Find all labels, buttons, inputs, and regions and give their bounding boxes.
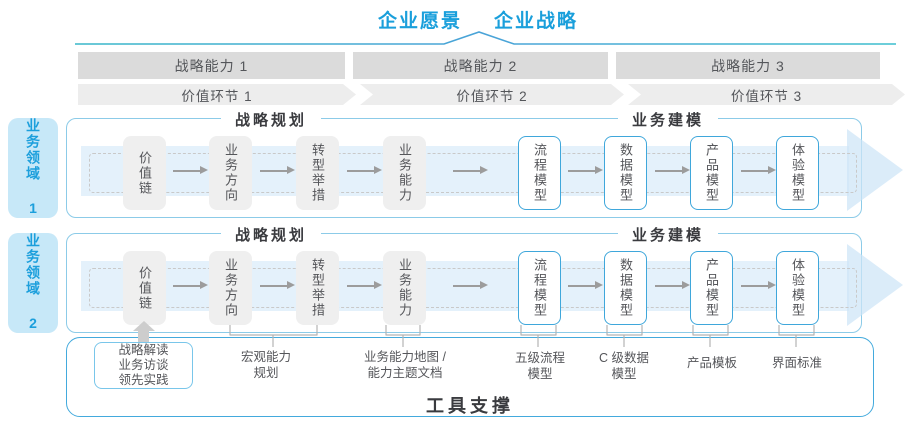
flow-arrow-icon bbox=[453, 281, 488, 289]
box-product-model: 产品模型 bbox=[690, 136, 733, 210]
flow-arrow-icon bbox=[568, 281, 603, 289]
box-transformation: 转型举措 bbox=[296, 251, 339, 325]
domain-label-1: 业务领域 1 bbox=[8, 118, 58, 218]
flow-arrow-icon bbox=[453, 166, 488, 174]
strategy-title: 企业战略 bbox=[494, 11, 579, 32]
annotation-ui-standard: 界面标准 bbox=[771, 356, 823, 370]
annotation-data-model: C 级数据 模型 bbox=[598, 351, 650, 381]
annotation-product-template: 产品模板 bbox=[686, 356, 738, 370]
box-biz-capability: 业务能力 bbox=[383, 136, 426, 210]
source-box: 战略解读 业务访谈 领先实践 bbox=[94, 342, 193, 389]
modeling-header: 业务建模 bbox=[617, 109, 719, 130]
modeling-header: 业务建模 bbox=[617, 224, 719, 245]
flow-arrow-icon bbox=[741, 166, 776, 174]
flow-arrow-icon bbox=[173, 166, 208, 174]
band-container-domain-2: 战略规划 业务建模 价值链 业务方向 转型举措 业务能力 流程模型 数据模型 产… bbox=[66, 224, 903, 333]
up-arrow-icon bbox=[132, 321, 155, 331]
value-link-segment-3: 价值环节 3 bbox=[628, 84, 905, 105]
dashed-track bbox=[89, 268, 857, 308]
box-process-model: 流程模型 bbox=[518, 251, 561, 325]
capability-bar-1: 战略能力 1 bbox=[78, 52, 345, 79]
planning-header: 战略规划 bbox=[220, 224, 322, 245]
domain-label-2: 业务领域 2 bbox=[8, 233, 58, 333]
value-link-segment-2: 价值环节 2 bbox=[360, 84, 624, 105]
box-biz-capability: 业务能力 bbox=[383, 251, 426, 325]
planning-header: 战略规划 bbox=[220, 109, 322, 130]
box-data-model: 数据模型 bbox=[604, 136, 647, 210]
box-experience-model: 体验模型 bbox=[776, 136, 819, 210]
tool-footer-label: 工具支撑 bbox=[426, 396, 514, 416]
box-experience-model: 体验模型 bbox=[776, 251, 819, 325]
box-biz-direction: 业务方向 bbox=[209, 251, 252, 325]
vision-title: 企业愿景 bbox=[377, 11, 462, 32]
box-process-model: 流程模型 bbox=[518, 136, 561, 210]
flow-arrow-icon bbox=[173, 281, 208, 289]
annotation-process-model: 五级流程 模型 bbox=[514, 351, 566, 381]
box-biz-direction: 业务方向 bbox=[209, 136, 252, 210]
capability-bar-2: 战略能力 2 bbox=[353, 52, 608, 79]
up-arrow-icon bbox=[138, 330, 149, 343]
flow-arrow-icon bbox=[260, 166, 295, 174]
capability-bar-3: 战略能力 3 bbox=[616, 52, 880, 79]
annotation-capability-map: 业务能力地图 / 能力主题文档 bbox=[364, 350, 446, 380]
box-value-chain: 价值链 bbox=[123, 136, 166, 210]
box-data-model: 数据模型 bbox=[604, 251, 647, 325]
flow-arrow-icon bbox=[741, 281, 776, 289]
band-container-domain-1: 战略规划 业务建模 价值链 业务方向 转型举措 业务能力 流程模型 数据模型 产… bbox=[66, 109, 903, 218]
flow-arrow-icon bbox=[347, 166, 382, 174]
page-title: 企业愿景 企业战略 bbox=[0, 6, 910, 33]
flow-arrow-icon bbox=[655, 166, 690, 174]
box-transformation: 转型举措 bbox=[296, 136, 339, 210]
dashed-track bbox=[89, 153, 857, 193]
annotation-macro-capability: 宏观能力 规划 bbox=[240, 350, 292, 380]
flow-arrow-icon bbox=[655, 281, 690, 289]
flow-arrow-icon bbox=[260, 281, 295, 289]
flow-arrow-icon bbox=[568, 166, 603, 174]
value-link-segment-1: 价值环节 1 bbox=[78, 84, 356, 105]
flow-arrow-icon bbox=[347, 281, 382, 289]
box-product-model: 产品模型 bbox=[690, 251, 733, 325]
box-value-chain: 价值链 bbox=[123, 251, 166, 325]
